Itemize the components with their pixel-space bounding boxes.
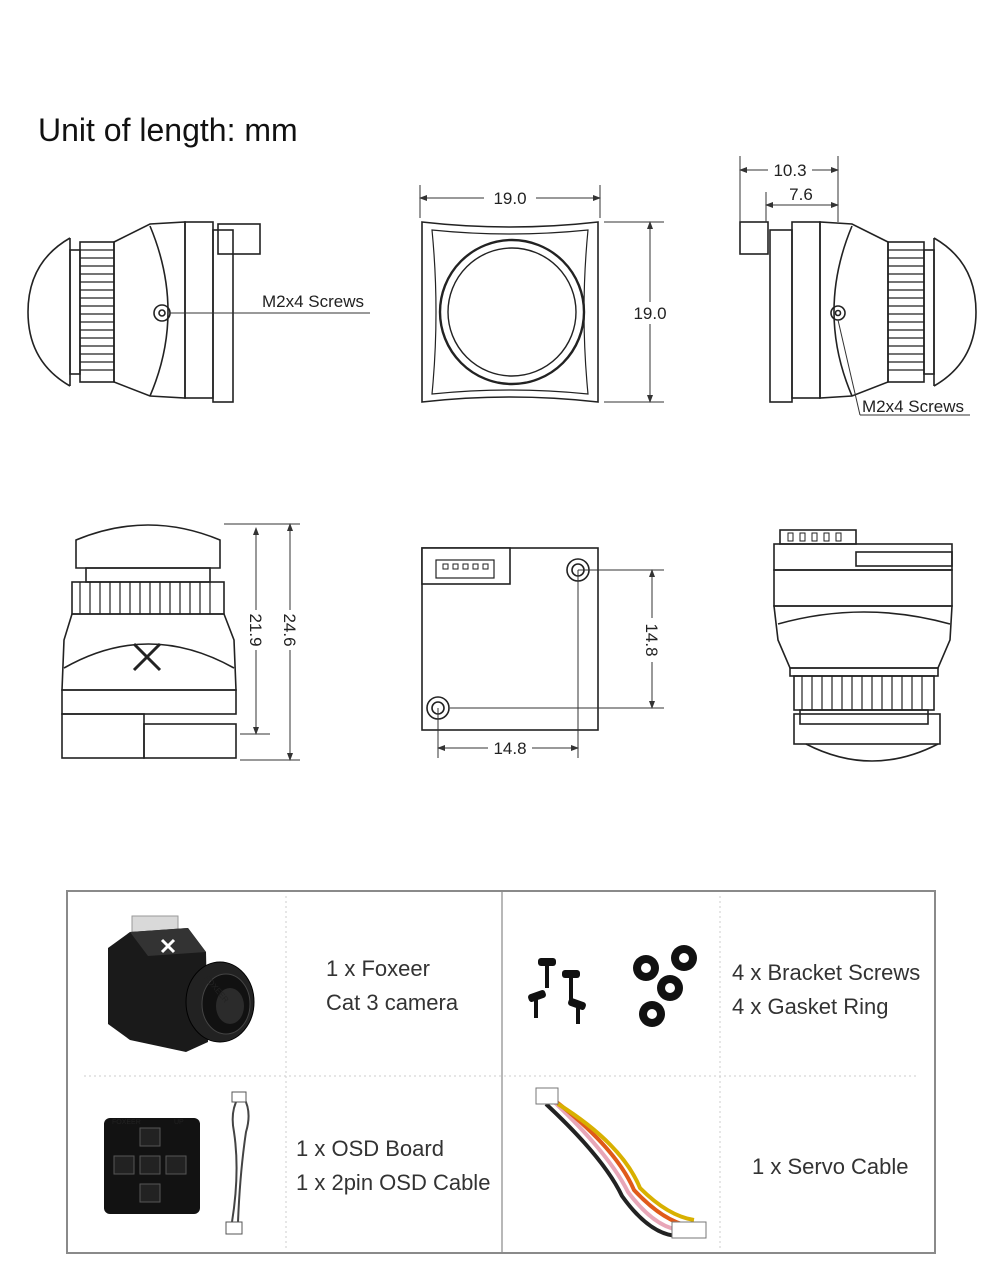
screws-item-line2: 4 x Gasket Ring xyxy=(732,994,889,1019)
camera-item-text: 1 x Foxeer Cat 3 camera xyxy=(326,952,458,1020)
lens-ring-ribs xyxy=(80,249,114,371)
screw-label-left: M2x4 Screws xyxy=(262,292,364,311)
hole-horizontal-dim: 14.8 xyxy=(493,739,526,758)
cable-item-text: 1 x Servo Cable xyxy=(752,1150,909,1184)
gasket-rings-image xyxy=(633,945,697,1027)
front-view xyxy=(421,221,599,403)
height-body-dim: 21.9 xyxy=(246,613,265,646)
height-total-dim: 24.6 xyxy=(280,613,299,646)
package-grid: FOXEER FOXEER UP xyxy=(84,892,918,1252)
osd-item-line1: 1 x OSD Board xyxy=(296,1136,444,1161)
camera-item-line2: Cat 3 camera xyxy=(326,990,459,1015)
screws-item-text: 4 x Bracket Screws 4 x Gasket Ring xyxy=(732,956,920,1024)
package-contents-table: FOXEER FOXEER UP xyxy=(66,890,936,1254)
osd-board-up: UP xyxy=(174,1119,184,1126)
osd-cable-image xyxy=(225,1091,250,1235)
front-height-dim: 19.0 xyxy=(633,304,666,323)
hole-vertical-dim: 14.8 xyxy=(642,623,661,656)
depth-board-dim: 7.6 xyxy=(789,185,813,204)
osd-board-brand: FOXEER xyxy=(112,1119,141,1126)
screws-item-line1: 4 x Bracket Screws xyxy=(732,960,921,985)
technical-drawings: M2x4 Screws 19.0 19.0 xyxy=(27,156,977,762)
bottom-view xyxy=(773,529,953,762)
side-view-right xyxy=(739,221,977,403)
screws-product-image xyxy=(528,958,586,1024)
depth-total-dim: 10.3 xyxy=(773,161,806,180)
camera-product-image: FOXEER xyxy=(108,915,255,1052)
unit-of-length-title: Unit of length: mm xyxy=(38,112,298,148)
camera-item-line1: 1 x Foxeer xyxy=(326,956,430,981)
rear-pcb-view xyxy=(421,547,599,731)
osd-item-text: 1 x OSD Board 1 x 2pin OSD Cable xyxy=(296,1132,490,1200)
cable-item-line1: 1 x Servo Cable xyxy=(752,1154,909,1179)
front-width-dim: 19.0 xyxy=(493,189,526,208)
screw-label-right: M2x4 Screws xyxy=(862,397,964,416)
osd-item-line2: 1 x 2pin OSD Cable xyxy=(296,1170,491,1195)
servo-cable-image xyxy=(535,1087,707,1239)
side-view-left xyxy=(27,221,261,403)
top-view xyxy=(61,524,237,759)
osd-board-image: FOXEER UP xyxy=(104,1118,200,1214)
